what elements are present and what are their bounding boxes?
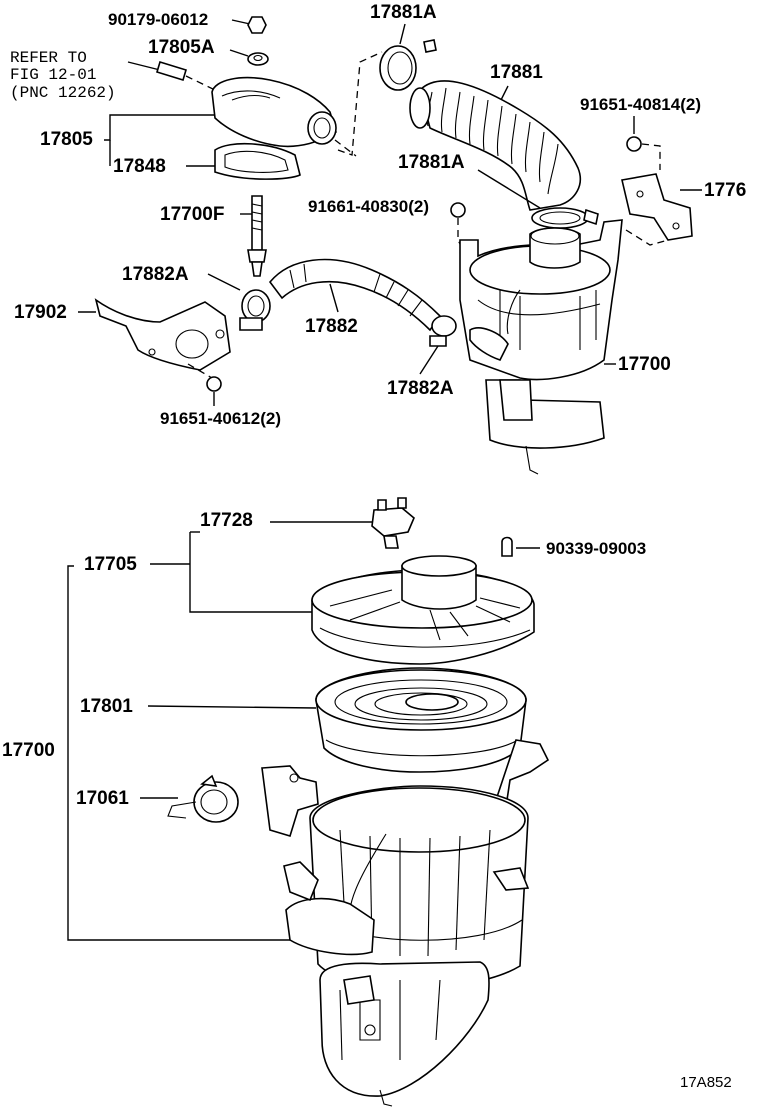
label-91651-40612: 91651-40612(2) bbox=[160, 409, 281, 428]
label-17881A-top: 17881A bbox=[370, 2, 437, 23]
part-17882: 17882 bbox=[268, 258, 442, 337]
part-17061: 17061 bbox=[76, 774, 239, 823]
part-17700F: 17700F bbox=[160, 195, 267, 277]
air-cleaner-case bbox=[261, 739, 550, 1107]
hose-clamp-icon bbox=[379, 45, 417, 91]
refer-note-line1: REFER TO bbox=[10, 49, 87, 67]
label-1776: 1776 bbox=[704, 180, 746, 201]
figure-code: 17A852 bbox=[680, 1074, 732, 1091]
label-91661-40830: 91661-40830(2) bbox=[308, 197, 429, 216]
part-17881A-mid: 17881A bbox=[398, 152, 599, 229]
heat-shield-icon bbox=[94, 298, 231, 371]
part-17882A-bottom: 17882A bbox=[387, 315, 457, 399]
refer-note-line2: FIG 12-01 bbox=[10, 66, 96, 84]
part-91651-40814: 91651-40814(2) bbox=[580, 95, 701, 170]
part-17805A: 17805A bbox=[148, 37, 269, 66]
part-90339-09003: 90339-09003 bbox=[501, 536, 646, 558]
label-17882A-left: 17882A bbox=[122, 264, 189, 285]
label-17705: 17705 bbox=[84, 554, 137, 575]
label-17728: 17728 bbox=[200, 510, 253, 531]
part-17728: 17728 bbox=[200, 497, 415, 549]
vacuum-hose-stub bbox=[156, 60, 216, 91]
refer-note: REFER TO FIG 12-01 (PNC 12262) bbox=[10, 49, 169, 102]
part-17881A-top: 17881A bbox=[370, 2, 437, 91]
vacuum-valve-icon bbox=[371, 507, 415, 537]
label-17882: 17882 bbox=[305, 316, 358, 337]
bolt-lower-icon bbox=[206, 376, 222, 392]
nut-icon bbox=[247, 16, 267, 34]
part-17700-case: 17700 bbox=[2, 565, 294, 941]
part-17705: 17705 bbox=[84, 531, 535, 665]
label-17881A-mid: 17881A bbox=[398, 152, 465, 173]
part-1776: 1776 bbox=[621, 173, 746, 246]
screw-icon bbox=[450, 202, 466, 218]
part-17882A-left: 17882A bbox=[122, 264, 271, 331]
resonator-outlet-icon bbox=[307, 111, 337, 145]
label-17061: 17061 bbox=[76, 788, 129, 809]
label-17805A: 17805A bbox=[148, 37, 215, 58]
label-17902: 17902 bbox=[14, 302, 67, 323]
label-17848: 17848 bbox=[113, 156, 166, 177]
label-17700-top: 17700 bbox=[618, 354, 671, 375]
label-17805: 17805 bbox=[40, 129, 93, 150]
label-17881: 17881 bbox=[490, 62, 543, 83]
label-17801: 17801 bbox=[80, 696, 133, 717]
plug-icon bbox=[501, 536, 513, 557]
part-91651-40612: 91651-40612(2) bbox=[160, 376, 281, 428]
label-90339-09003: 90339-09003 bbox=[546, 539, 646, 558]
part-17848: 17848 bbox=[113, 142, 301, 180]
gasket-icon bbox=[214, 142, 301, 180]
part-17881: 17881 bbox=[409, 62, 582, 211]
part-17700-assembly-top: 17700 bbox=[459, 219, 671, 475]
bracket-icon bbox=[621, 173, 693, 241]
label-17700F: 17700F bbox=[160, 204, 224, 225]
label-91651-40814: 91651-40814(2) bbox=[580, 95, 701, 114]
assembly-leader-dashed bbox=[337, 51, 383, 156]
grommet-icon bbox=[247, 52, 269, 66]
hose-clamp-bottom-icon bbox=[431, 315, 457, 337]
part-90179-06012: 90179-06012 bbox=[108, 10, 267, 34]
label-90179-06012: 90179-06012 bbox=[108, 10, 208, 29]
label-17882A-bottom: 17882A bbox=[387, 378, 454, 399]
part-91661-40830: 91661-40830(2) bbox=[308, 197, 466, 249]
part-17801: 17801 bbox=[80, 667, 527, 773]
label-17700-left: 17700 bbox=[2, 740, 55, 761]
bolt-icon bbox=[626, 136, 642, 152]
refer-note-line3: (PNC 12262) bbox=[10, 84, 116, 102]
part-17902: 17902 bbox=[14, 298, 231, 379]
part-17805: 17805 bbox=[40, 76, 357, 166]
